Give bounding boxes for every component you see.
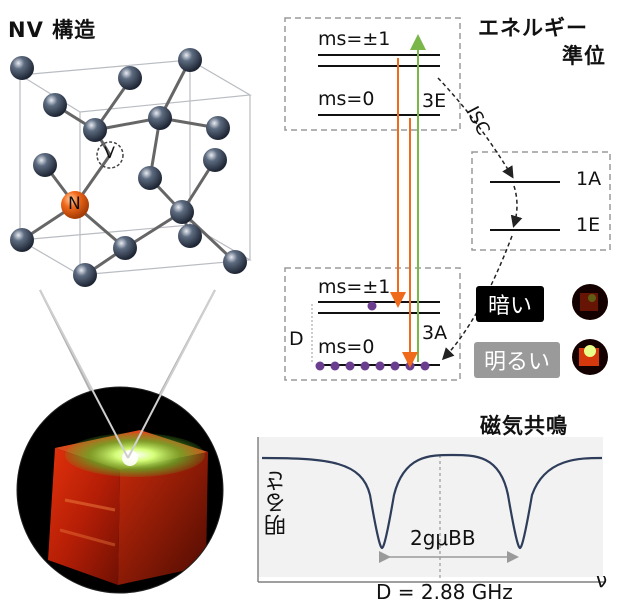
- vacancy-label: V: [104, 143, 115, 162]
- zero-field-split-label: D: [289, 328, 304, 350]
- singlet-lower-label: 1E: [576, 214, 601, 236]
- nitrogen-label: N: [68, 194, 81, 214]
- singlet-decay-arrow: [510, 185, 523, 228]
- ground-state-label: 3A: [422, 322, 448, 344]
- dark-spot-icon: [572, 284, 608, 320]
- excited-state-label: 3E: [422, 90, 447, 112]
- splitting-label: 2gμBB: [410, 526, 476, 550]
- center-frequency-label: D = 2.88 GHz: [376, 580, 513, 604]
- ground-0-label: ms=0: [318, 336, 375, 358]
- singlet-upper-label: 1A: [576, 168, 602, 190]
- odmr-ylabel: 明るさ: [265, 470, 290, 536]
- odmr-curve: [261, 453, 603, 550]
- excited-pm1-label: ms=±1: [318, 28, 391, 50]
- ground-state-box: [284, 267, 461, 381]
- diamond-photo: [17, 387, 223, 593]
- odmr-panel: [258, 437, 603, 577]
- carbon-atoms: [10, 48, 247, 287]
- singlet-box: [471, 151, 611, 251]
- nitrogen-atom: [61, 191, 89, 219]
- energy-levels-title-line2: 準位: [562, 44, 606, 68]
- excited-0-label: ms=0: [318, 88, 375, 110]
- isc-arrow: [437, 77, 514, 179]
- ground-pm1-label: ms=±1: [318, 276, 391, 298]
- excited-state-box: [284, 17, 461, 131]
- vacancy-site: [96, 141, 124, 169]
- bright-label: 明るい: [474, 342, 561, 378]
- odmr-xlabel: ν: [596, 568, 608, 592]
- magnetic-resonance-title: 磁気共鳴: [480, 414, 568, 438]
- bright-spot-icon: [572, 339, 608, 375]
- nv-structure-title: NV 構造: [8, 18, 97, 42]
- energy-levels-title-line1: エネルギー: [478, 16, 588, 40]
- dark-label: 暗い: [476, 286, 545, 322]
